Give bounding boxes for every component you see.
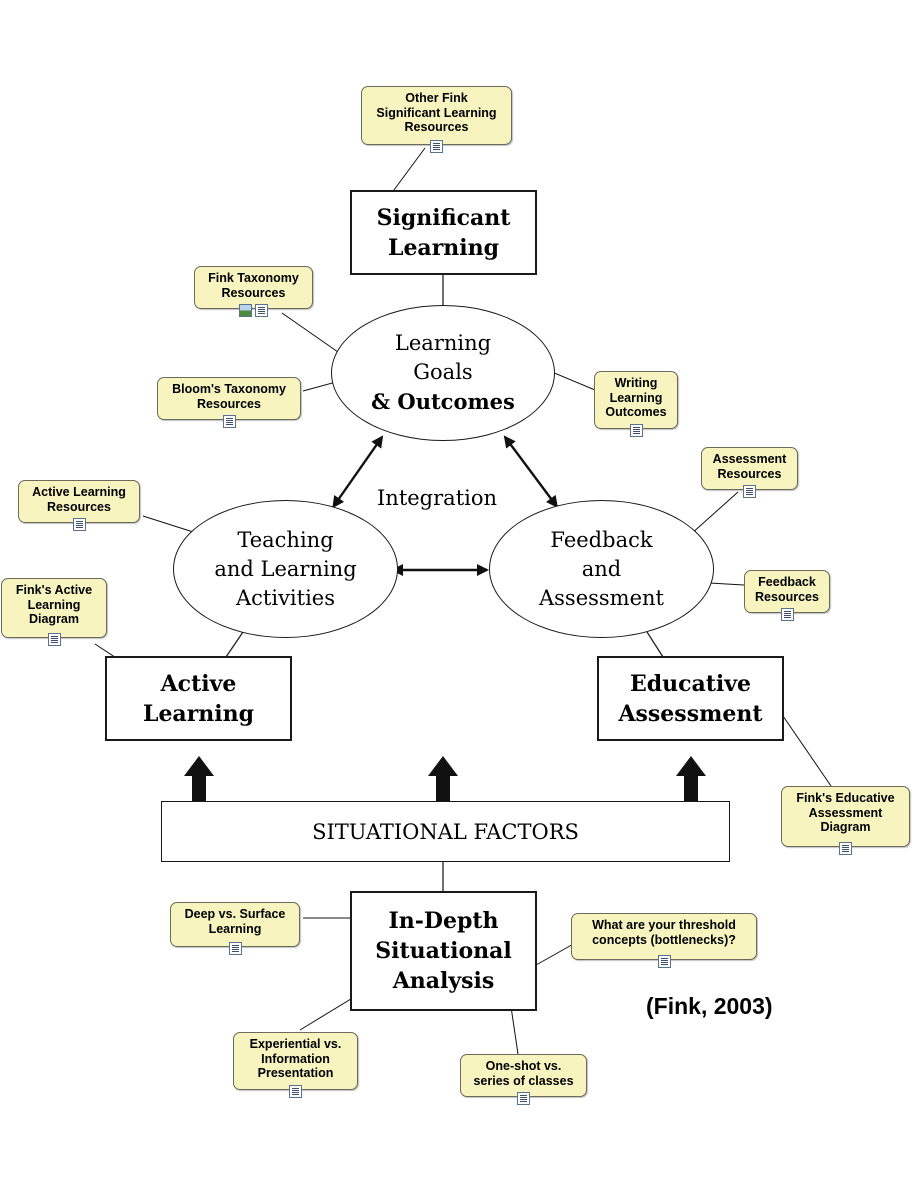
note-writing-learning-outcomes[interactable]: Writing Learning Outcomes <box>594 371 678 437</box>
document-icon[interactable] <box>228 942 242 955</box>
feedback-assessment-label: Feedback and Assessment <box>538 527 664 610</box>
note-blooms-taxonomy-resources[interactable]: Bloom's Taxonomy Resources <box>157 377 301 428</box>
significant-learning-box: Significant Learning <box>350 190 537 275</box>
note-finks-active-learning-diagram[interactable]: Fink's Active Learning Diagram <box>1 578 107 646</box>
document-icon[interactable] <box>222 415 236 428</box>
situational-analysis-box: In-Depth Situational Analysis <box>350 891 537 1011</box>
document-icon[interactable] <box>780 608 794 621</box>
document-icon[interactable] <box>430 140 443 153</box>
significant-learning-label: Significant Learning <box>376 204 511 261</box>
note-label: Fink's Active Learning Diagram <box>15 583 93 626</box>
note-feedback-resources[interactable]: Feedback Resources <box>744 570 830 621</box>
document-icon[interactable] <box>657 955 671 968</box>
up-arrow-left <box>184 756 214 802</box>
up-arrow-center <box>428 756 458 802</box>
note-label: Fink Taxonomy Resources <box>208 271 299 300</box>
note-label: One-shot vs. series of classes <box>473 1059 574 1088</box>
outcomes-label: & Outcomes <box>371 389 515 414</box>
note-label: Experiential vs. Information Presentatio… <box>249 1037 342 1080</box>
document-icon[interactable] <box>517 1092 530 1105</box>
document-icon[interactable] <box>255 304 268 317</box>
educative-assessment-label: Educative Assessment <box>618 670 763 727</box>
document-icon[interactable] <box>72 518 86 531</box>
document-icon[interactable] <box>289 1085 302 1098</box>
note-label: Writing Learning Outcomes <box>605 376 667 419</box>
note-assessment-resources[interactable]: Assessment Resources <box>701 447 798 498</box>
integration-label: Integration <box>377 486 498 510</box>
active-learning-label: Active Learning <box>142 670 255 727</box>
document-icon[interactable] <box>629 424 643 437</box>
note-label: Feedback Resources <box>755 575 819 604</box>
note-finks-educative-assessment-diagram[interactable]: Fink's Educative Assessment Diagram <box>781 786 910 855</box>
learning-goals-ellipse: Learning Goals & Outcomes <box>331 305 555 441</box>
note-label: Assessment Resources <box>712 452 787 481</box>
citation-label: (Fink, 2003) <box>646 993 773 1019</box>
note-label: Deep vs. Surface Learning <box>184 907 286 936</box>
note-label: Active Learning Resources <box>32 485 126 514</box>
document-icon[interactable] <box>47 633 61 646</box>
note-label: What are your threshold concepts (bottle… <box>592 918 736 947</box>
feedback-assessment-ellipse: Feedback and Assessment <box>489 500 714 638</box>
learning-goals-label: Learning Goals <box>394 331 492 384</box>
educative-assessment-box: Educative Assessment <box>597 656 784 741</box>
note-fink-taxonomy-resources[interactable]: Fink Taxonomy Resources <box>194 266 313 317</box>
situational-factors-box: SITUATIONAL FACTORS <box>161 801 730 862</box>
document-icon[interactable] <box>839 842 852 855</box>
situational-analysis-label: In-Depth Situational Analysis <box>375 908 512 994</box>
teaching-activities-ellipse: Teaching and Learning Activities <box>173 500 398 638</box>
note-experiential-vs-information[interactable]: Experiential vs. Information Presentatio… <box>233 1032 358 1098</box>
image-icon[interactable] <box>239 304 252 317</box>
note-threshold-concepts[interactable]: What are your threshold concepts (bottle… <box>571 913 757 968</box>
note-one-shot-vs-series[interactable]: One-shot vs. series of classes <box>460 1054 587 1105</box>
note-label: Other Fink Significant Learning Resource… <box>376 91 497 134</box>
note-active-learning-resources[interactable]: Active Learning Resources <box>18 480 140 531</box>
document-icon[interactable] <box>743 485 756 498</box>
up-arrow-right <box>676 756 706 802</box>
active-learning-box: Active Learning <box>105 656 292 741</box>
note-deep-vs-surface-learning[interactable]: Deep vs. Surface Learning <box>170 902 300 955</box>
note-other-fink-resources[interactable]: Other Fink Significant Learning Resource… <box>361 86 512 153</box>
note-label: Bloom's Taxonomy Resources <box>172 382 286 411</box>
note-label: Fink's Educative Assessment Diagram <box>796 791 895 834</box>
situational-factors-label: SITUATIONAL FACTORS <box>312 819 579 844</box>
teaching-activities-label: Teaching and Learning Activities <box>214 527 357 610</box>
